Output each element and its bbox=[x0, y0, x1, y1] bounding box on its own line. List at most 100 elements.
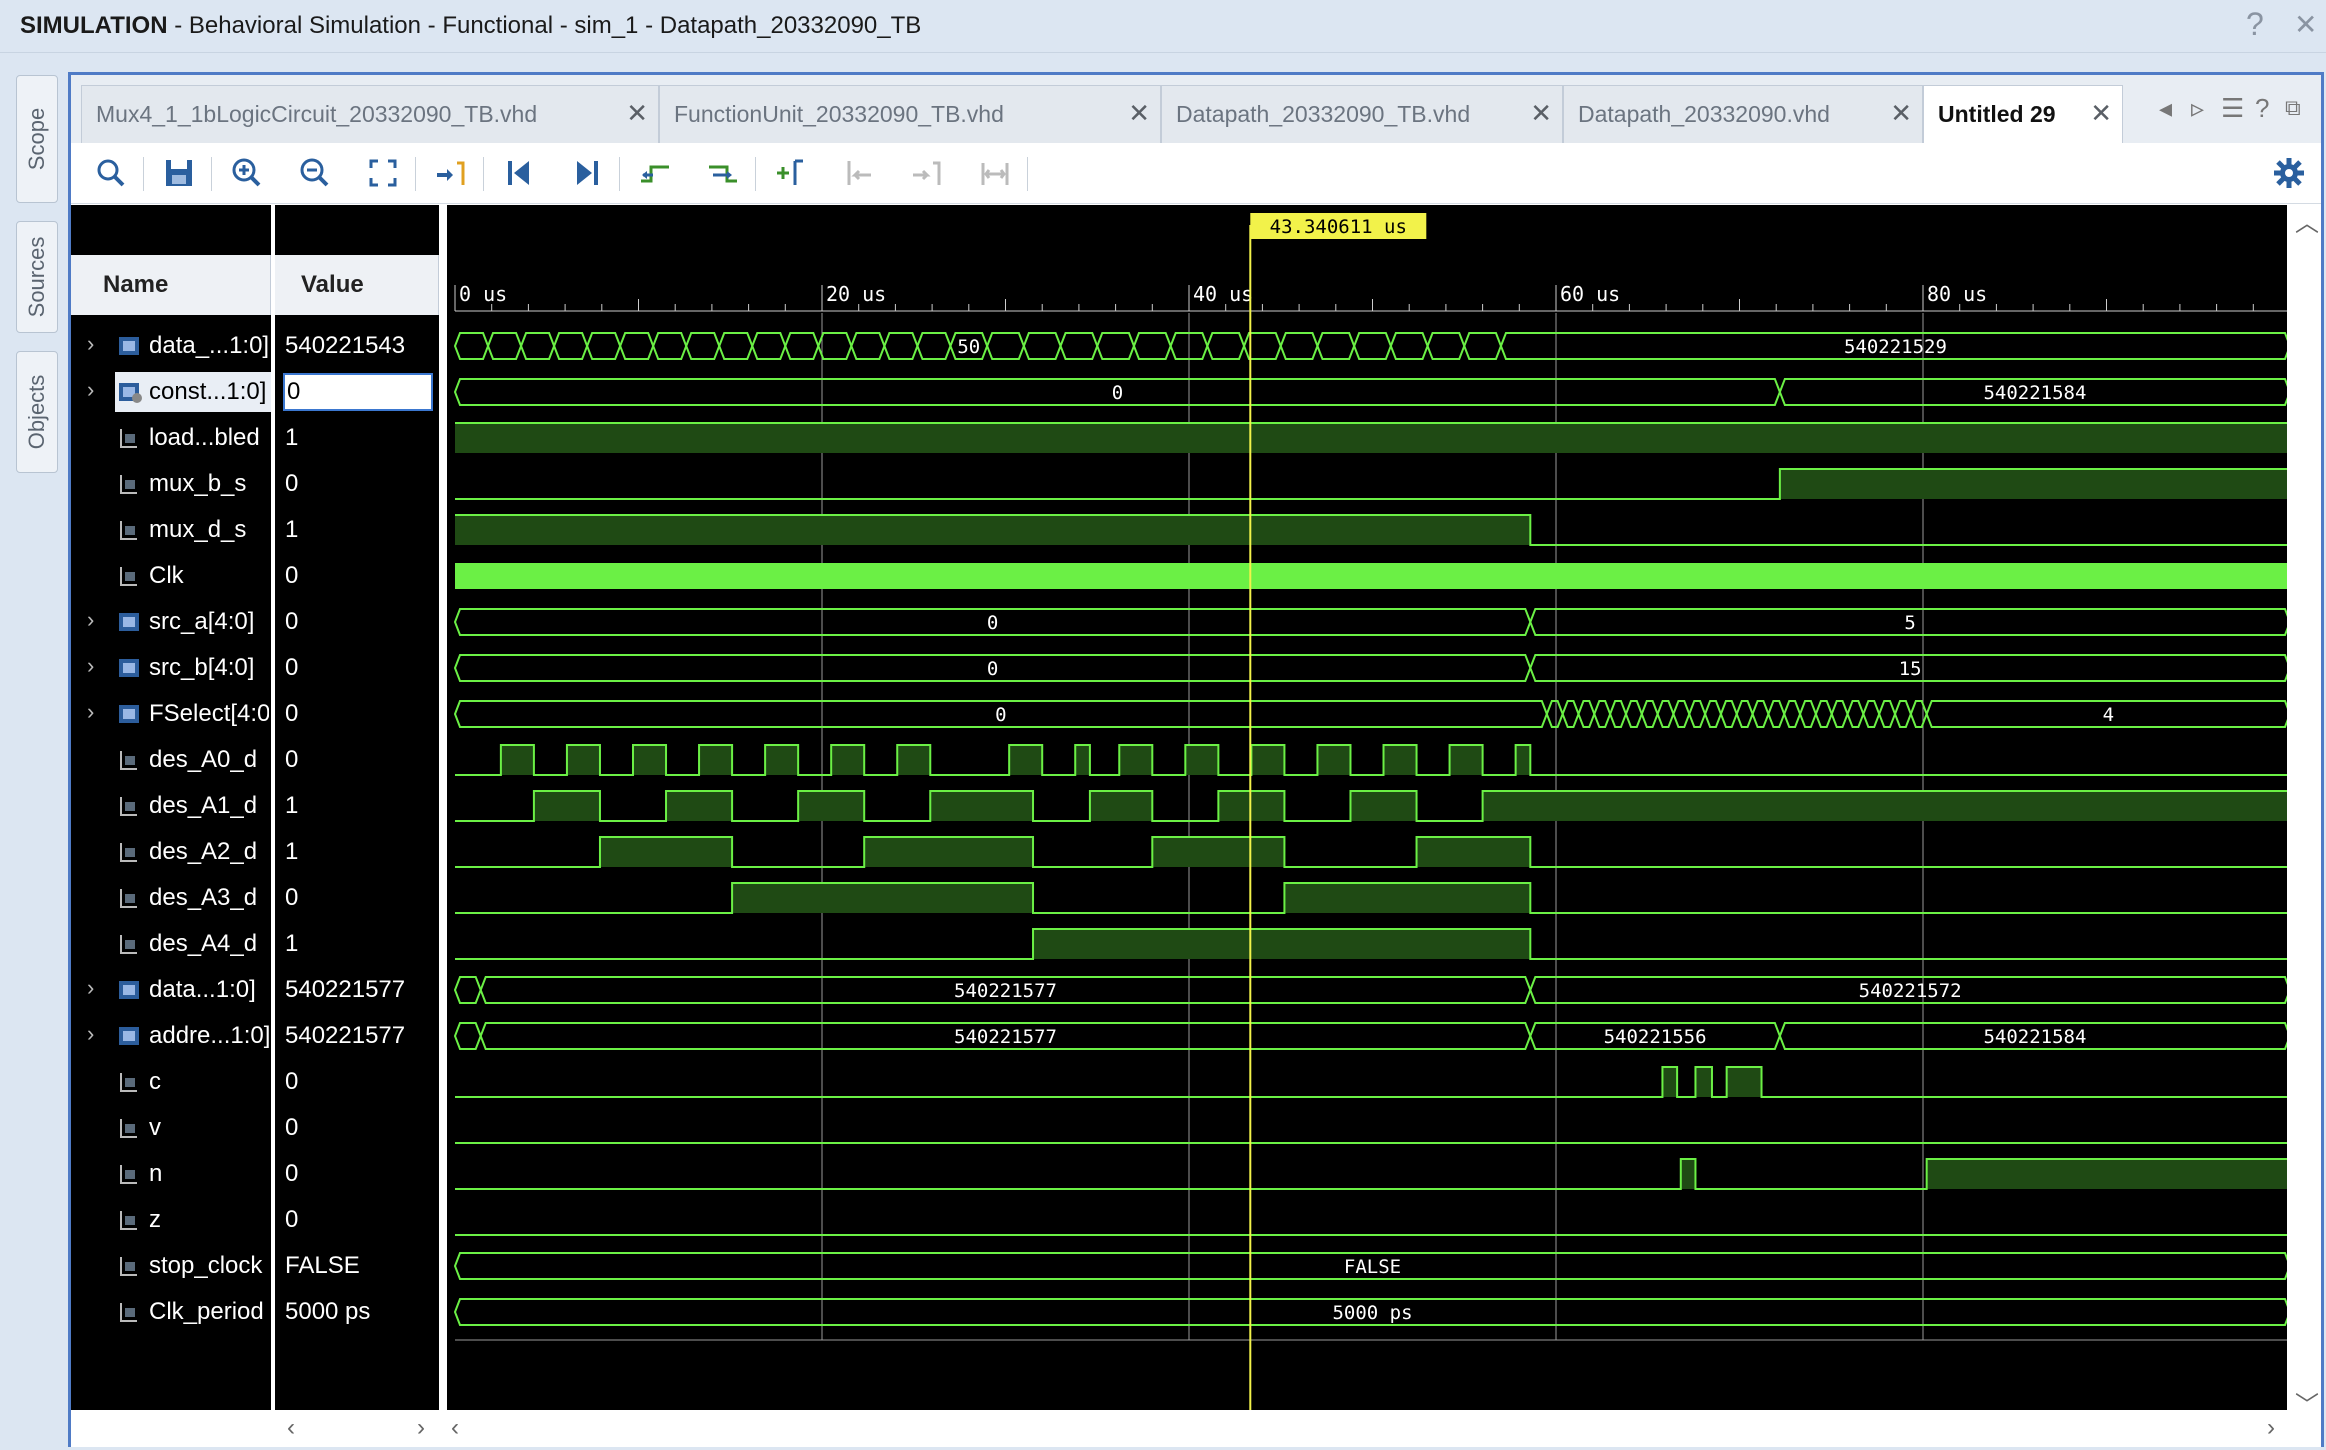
tab-close-icon[interactable]: ✕ bbox=[2090, 98, 2112, 128]
signal-value[interactable]: 1 bbox=[275, 829, 439, 875]
signal-value[interactable]: 0 bbox=[275, 645, 439, 691]
signal-value[interactable]: 5000 ps bbox=[275, 1289, 439, 1335]
help-icon[interactable]: ? bbox=[2255, 93, 2270, 123]
signal-value[interactable]: 540221543 bbox=[275, 323, 439, 369]
signal-value[interactable]: 0 bbox=[275, 737, 439, 783]
signal-row[interactable]: ›data_...1:0] bbox=[71, 323, 271, 369]
signal-row[interactable]: n bbox=[71, 1151, 271, 1197]
scroll-right-icon[interactable]: › bbox=[2267, 1414, 2275, 1441]
vertical-scrollbar[interactable]: ︿ ﹀ bbox=[2289, 205, 2321, 1444]
signal-row[interactable]: ›src_b[4:0] bbox=[71, 645, 271, 691]
expand-icon[interactable]: › bbox=[87, 377, 95, 402]
signal-value[interactable]: 0 bbox=[275, 691, 439, 737]
scroll-up-icon[interactable]: ︿ bbox=[2295, 210, 2319, 237]
go-to-end-icon[interactable] bbox=[569, 155, 605, 191]
side-tab-objects[interactable]: Objects bbox=[16, 351, 58, 473]
expand-icon[interactable]: › bbox=[87, 331, 95, 356]
scroll-left-icon[interactable]: ‹ bbox=[451, 1414, 459, 1441]
tab-functionunit[interactable]: FunctionUnit_20332090_TB.vhd ✕ bbox=[659, 85, 1161, 143]
signal-row[interactable]: mux_b_s bbox=[71, 461, 271, 507]
tab-close-icon[interactable]: ✕ bbox=[1890, 98, 1912, 128]
signal-value[interactable]: 0 bbox=[283, 373, 433, 411]
tab-close-icon[interactable]: ✕ bbox=[1128, 98, 1150, 128]
signal-value[interactable]: 0 bbox=[275, 1197, 439, 1243]
bit-high-fill bbox=[1680, 1159, 1696, 1189]
signal-row[interactable]: c bbox=[71, 1059, 271, 1105]
side-tab-scope[interactable]: Scope bbox=[16, 75, 58, 203]
previous-marker-icon[interactable] bbox=[841, 155, 877, 191]
zoom-out-icon[interactable] bbox=[297, 155, 333, 191]
signal-value[interactable]: 1 bbox=[275, 921, 439, 967]
expand-icon[interactable]: › bbox=[87, 975, 95, 1000]
scroll-right-icon[interactable]: › bbox=[417, 1414, 425, 1441]
expand-icon[interactable]: › bbox=[87, 653, 95, 678]
tab-close-icon[interactable]: ✕ bbox=[1530, 98, 1552, 128]
tab-scroll-left-icon[interactable]: ◂ bbox=[2159, 93, 2173, 123]
tab-close-icon[interactable]: ✕ bbox=[626, 98, 648, 128]
signal-value[interactable]: FALSE bbox=[275, 1243, 439, 1289]
tab-datapath-tb[interactable]: Datapath_20332090_TB.vhd ✕ bbox=[1161, 85, 1563, 143]
tab-list-icon[interactable]: ☰ bbox=[2221, 93, 2245, 123]
signal-value[interactable]: 0 bbox=[275, 875, 439, 921]
signal-row[interactable]: des_A3_d bbox=[71, 875, 271, 921]
zoom-fit-icon[interactable] bbox=[365, 155, 401, 191]
previous-transition-icon[interactable] bbox=[637, 155, 673, 191]
signal-value[interactable]: 1 bbox=[275, 507, 439, 553]
tab-scroll-right-icon[interactable]: ▹ bbox=[2191, 93, 2205, 123]
signal-value[interactable]: 0 bbox=[275, 599, 439, 645]
expand-icon[interactable]: › bbox=[87, 1021, 95, 1046]
value-column-header[interactable]: Value bbox=[275, 255, 439, 315]
zoom-in-icon[interactable] bbox=[229, 155, 265, 191]
expand-icon[interactable]: › bbox=[87, 607, 95, 632]
scroll-left-icon[interactable]: ‹ bbox=[287, 1414, 295, 1441]
close-icon[interactable]: ✕ bbox=[2294, 9, 2318, 40]
signal-value[interactable]: 0 bbox=[275, 461, 439, 507]
go-to-cursor-icon[interactable] bbox=[433, 155, 469, 191]
expand-icon[interactable]: › bbox=[87, 699, 95, 724]
side-tab-sources[interactable]: Sources bbox=[16, 221, 58, 333]
signal-row[interactable]: ›data...1:0] bbox=[71, 967, 271, 1013]
name-scrollbar[interactable]: ‹ › bbox=[71, 1412, 511, 1444]
signal-value[interactable]: 0 bbox=[275, 1151, 439, 1197]
signal-row[interactable]: ›src_a[4:0] bbox=[71, 599, 271, 645]
go-to-start-icon[interactable] bbox=[501, 155, 537, 191]
search-icon[interactable] bbox=[93, 155, 129, 191]
tab-mux4[interactable]: Mux4_1_1bLogicCircuit_20332090_TB.vhd ✕ bbox=[81, 85, 659, 143]
signal-row[interactable]: stop_clock bbox=[71, 1243, 271, 1289]
signal-value[interactable]: 540221577 bbox=[275, 1013, 439, 1059]
signal-row[interactable]: mux_d_s bbox=[71, 507, 271, 553]
name-column-header[interactable]: Name bbox=[71, 255, 271, 315]
next-marker-icon[interactable] bbox=[909, 155, 945, 191]
signal-row[interactable]: des_A4_d bbox=[71, 921, 271, 967]
signal-row[interactable]: des_A1_d bbox=[71, 783, 271, 829]
bus-icon bbox=[119, 613, 139, 631]
signal-value[interactable]: 0 bbox=[275, 553, 439, 599]
signal-row[interactable]: des_A2_d bbox=[71, 829, 271, 875]
signal-row[interactable]: ›addre...1:0] bbox=[71, 1013, 271, 1059]
tab-untitled-29[interactable]: Untitled 29 ✕ bbox=[1923, 85, 2123, 143]
add-marker-icon[interactable] bbox=[773, 155, 809, 191]
signal-row[interactable]: load...bled bbox=[71, 415, 271, 461]
signal-row[interactable]: z bbox=[71, 1197, 271, 1243]
settings-icon[interactable] bbox=[2271, 155, 2307, 191]
help-icon[interactable]: ? bbox=[2246, 6, 2264, 42]
signal-value[interactable]: 0 bbox=[275, 1105, 439, 1151]
signal-row[interactable]: Clk_period bbox=[71, 1289, 271, 1335]
signal-row[interactable]: ›FSelect[4:0 bbox=[71, 691, 271, 737]
scroll-down-icon[interactable]: ﹀ bbox=[2295, 1392, 2319, 1419]
save-icon[interactable] bbox=[161, 155, 197, 191]
tab-datapath[interactable]: Datapath_20332090.vhd ✕ bbox=[1563, 85, 1923, 143]
signal-value[interactable]: 540221577 bbox=[275, 967, 439, 1013]
signal-value[interactable]: 0 bbox=[275, 1059, 439, 1105]
signal-value[interactable]: 1 bbox=[275, 783, 439, 829]
swap-cursors-icon[interactable] bbox=[977, 155, 1013, 191]
signal-row[interactable]: Clk bbox=[71, 553, 271, 599]
waveform-scrollbar[interactable]: ‹ › bbox=[447, 1412, 2289, 1444]
next-transition-icon[interactable] bbox=[705, 155, 741, 191]
restore-icon[interactable]: ⧉ bbox=[2285, 95, 2301, 120]
signal-row[interactable]: v bbox=[71, 1105, 271, 1151]
signal-row[interactable]: ›const...1:0] bbox=[71, 369, 271, 415]
signal-value[interactable]: 1 bbox=[275, 415, 439, 461]
signal-row[interactable]: des_A0_d bbox=[71, 737, 271, 783]
